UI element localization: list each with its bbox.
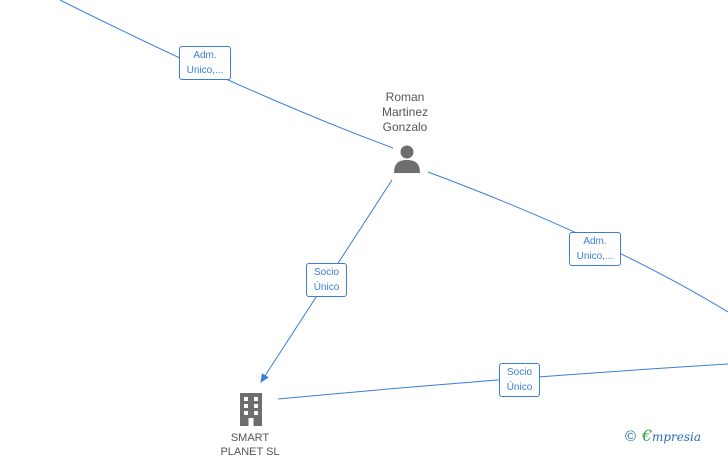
edge-label-line: Socio xyxy=(313,267,339,278)
edge-label-socio-company-right[interactable]: Socio Único xyxy=(499,363,540,397)
edge-label-adm-right[interactable]: Adm. Unico,... xyxy=(569,232,621,266)
edge-label-line: Socio xyxy=(506,367,532,378)
person-name-line: Gonzalo xyxy=(382,120,428,134)
edge-label-adm-top-left[interactable]: Adm. Unico,... xyxy=(179,46,231,80)
edge-label-socio-person-company[interactable]: Socio Único xyxy=(306,263,347,297)
company-name-line: SMART xyxy=(230,432,270,444)
edge-label-line: Único xyxy=(506,382,533,393)
copyright-icon: © xyxy=(624,427,636,445)
brand-logo: € mpresia xyxy=(642,426,701,445)
person-name[interactable]: Roman Martinez Gonzalo xyxy=(355,90,455,135)
edge-label-line: Adm. xyxy=(583,236,607,247)
edge-label-line: Único xyxy=(313,282,340,293)
edge-label-line: Unico,... xyxy=(186,65,224,76)
watermark: © € mpresia xyxy=(625,426,726,446)
person-icon[interactable] xyxy=(392,144,422,174)
person-name-line: Martinez xyxy=(381,105,428,119)
edge-label-line: Unico,... xyxy=(576,251,614,262)
svg-text:mpresia: mpresia xyxy=(652,430,701,444)
building-icon[interactable] xyxy=(236,392,266,426)
edge-adm-top-left xyxy=(59,0,394,149)
svg-text:€: € xyxy=(642,426,652,445)
edge-label-line: Adm. xyxy=(193,50,217,61)
company-name[interactable]: SMART PLANET SL xyxy=(200,431,300,459)
company-name-line: PLANET SL xyxy=(220,446,280,458)
person-name-line: Roman xyxy=(385,90,425,104)
